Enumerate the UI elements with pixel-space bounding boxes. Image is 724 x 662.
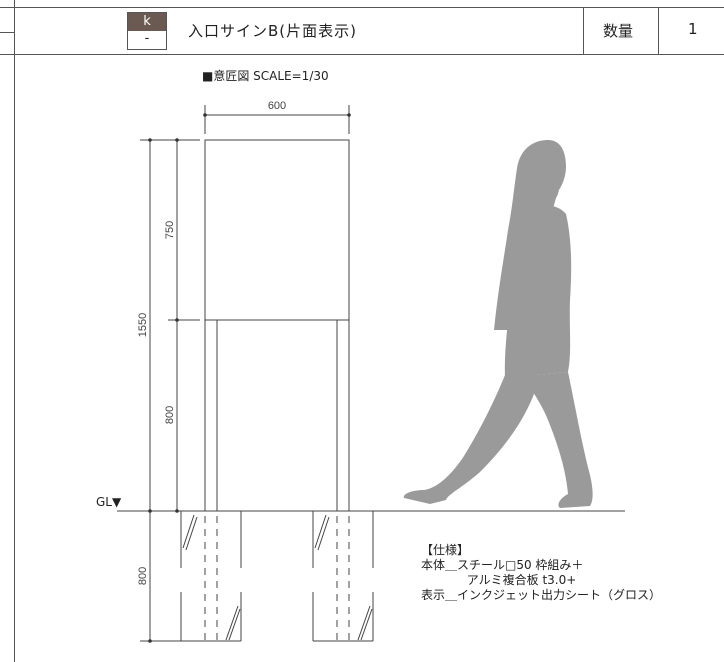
dim-tick: [148, 138, 152, 142]
ground-level-label: GL▼: [96, 495, 122, 509]
frame-left-border: [14, 0, 15, 662]
dim-label-foundation: 800: [137, 567, 149, 585]
dim-label-panel: 750: [164, 221, 176, 239]
spec-heading: 【仕様】: [421, 543, 470, 557]
quantity-value: 1: [688, 20, 698, 38]
hatch: [360, 608, 373, 641]
person-silhouette-icon: [403, 140, 593, 508]
header-divider: [658, 8, 659, 54]
code-top: k: [128, 13, 166, 31]
code-bottom: -: [128, 31, 166, 49]
dim-tick: [148, 639, 152, 643]
dim-tick: [148, 509, 152, 513]
dim-label-width: 600: [268, 100, 286, 112]
spec-line: 本体＿スチール□50 枠組み＋: [421, 558, 584, 572]
dim-label-post: 800: [164, 406, 176, 424]
hatch: [357, 605, 371, 641]
dim-tick: [175, 138, 179, 142]
code-badge: k -: [127, 12, 167, 50]
dim-label-total: 1550: [137, 313, 149, 337]
sign-panel: [204, 139, 350, 321]
hatch: [317, 516, 330, 551]
hatch: [225, 605, 239, 641]
hatch: [228, 608, 241, 641]
hatch: [182, 514, 195, 549]
header-left-tick: [0, 32, 14, 33]
title-block: k - 入口サインB(片面表示) 数量 1: [0, 7, 724, 55]
dim-tick: [175, 318, 179, 322]
quantity-label: 数量: [603, 22, 634, 40]
spec-notes: 【仕様】本体＿スチール□50 枠組み＋ アルミ複合板 t3.0+表示＿インクジェ…: [421, 543, 661, 603]
spec-line: 表示＿インクジェット出力シート（グロス）: [421, 588, 662, 602]
sign-title: 入口サインB(片面表示): [188, 22, 357, 40]
header-divider: [583, 8, 584, 54]
hatch: [314, 514, 327, 549]
dim-tick: [203, 113, 207, 117]
dim-tick: [175, 509, 179, 513]
spec-line: アルミ複合板 t3.0+: [421, 573, 577, 587]
hatch: [185, 516, 198, 551]
dim-tick: [347, 113, 351, 117]
drawing-subtitle: ■意匠図 SCALE=1/30: [202, 69, 329, 83]
